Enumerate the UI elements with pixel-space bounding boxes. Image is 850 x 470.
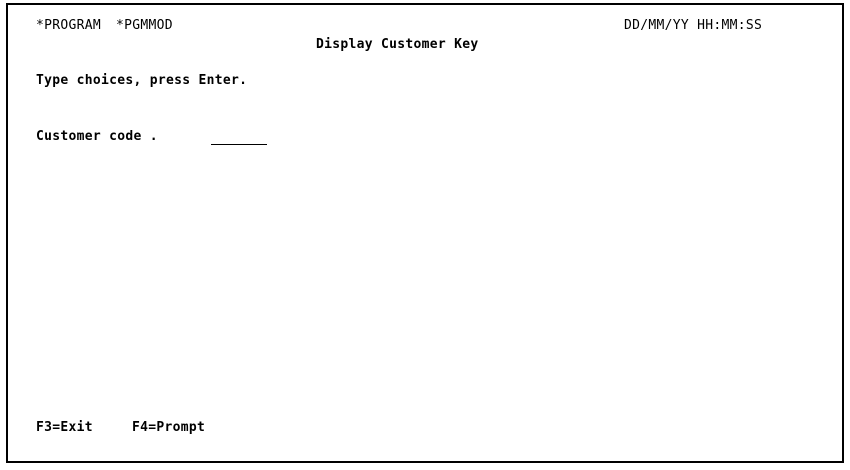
- f4-prompt-key[interactable]: F4=Prompt: [132, 420, 206, 435]
- instructions: Type choices, press Enter.: [36, 73, 248, 88]
- terminal-screen: *PROGRAM *PGMMOD Display Customer Key DD…: [6, 3, 844, 463]
- customer-code-label: Customer code .: [36, 129, 158, 144]
- customer-code-input[interactable]: [211, 130, 267, 145]
- page-title: Display Customer Key: [316, 37, 479, 52]
- module-name: *PGMMOD: [116, 18, 173, 33]
- f3-exit-key[interactable]: F3=Exit: [36, 420, 93, 435]
- program-name: *PROGRAM: [36, 18, 102, 33]
- datetime: DD/MM/YY HH:MM:SS: [624, 18, 763, 33]
